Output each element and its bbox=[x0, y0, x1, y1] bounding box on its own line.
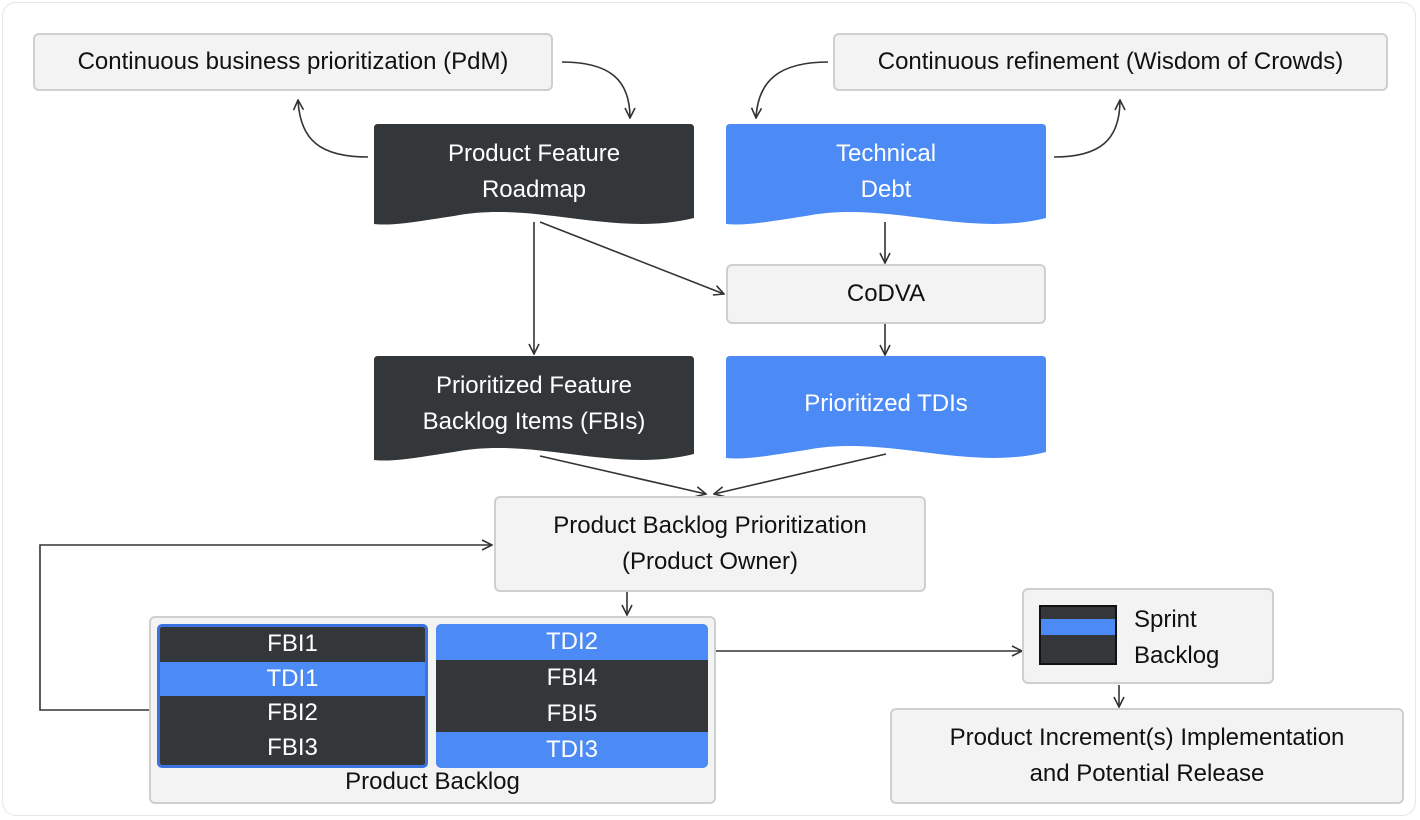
product-feature-roadmap-node: Product Feature Roadmap bbox=[374, 124, 694, 228]
fbis-to-prioritization-arrow bbox=[539, 455, 706, 494]
prioritized-fbis-node: Prioritized Feature Backlog Items (FBIs) bbox=[374, 356, 694, 464]
backlog-prioritization-box: Product Backlog Prioritization (Product … bbox=[494, 496, 926, 592]
sprint-backlog-box: Sprint Backlog bbox=[1022, 588, 1274, 684]
sprint-backlog-label: Sprint Backlog bbox=[1134, 606, 1220, 669]
increment-box: Product Increment(s) Implementation and … bbox=[890, 708, 1404, 804]
technical-debt-shape bbox=[726, 124, 1046, 225]
backlog-item-fbi3: FBI3 bbox=[160, 730, 425, 765]
prioritized-fbis-label: Prioritized Feature Backlog Items (FBIs) bbox=[422, 372, 646, 435]
backlog-item-tdi3: TDI3 bbox=[436, 732, 708, 768]
product-backlog-label: Product Backlog bbox=[345, 768, 520, 795]
roadmap-to-codva-arrow bbox=[539, 221, 724, 294]
increment-label: Product Increment(s) Implementation and … bbox=[949, 724, 1345, 787]
backlog-item-fbi1: FBI1 bbox=[160, 627, 425, 662]
refinement-label: Continuous refinement (Wisdom of Crowds) bbox=[877, 48, 1344, 75]
debt-to-wisdom-arrow bbox=[1053, 100, 1120, 158]
roadmap-to-pdm-arrow bbox=[298, 100, 369, 158]
business-prioritization-label: Continuous business prioritization (PdM) bbox=[77, 48, 509, 75]
wisdom-to-debt-arrow bbox=[756, 61, 829, 118]
prioritized-fbis-shape bbox=[374, 356, 694, 461]
codva-label: CoDVA bbox=[846, 280, 926, 307]
prioritized-tdis-shape bbox=[726, 356, 1046, 459]
prioritized-tdis-node: Prioritized TDIs bbox=[726, 356, 1046, 460]
sprint-backlog-icon bbox=[1039, 605, 1117, 665]
backlog-item-tdi1: TDI1 bbox=[160, 661, 425, 696]
backlog-item-fbi5: FBI5 bbox=[436, 696, 708, 732]
technical-debt-label: Technical Debt bbox=[835, 140, 937, 203]
refinement-box: Continuous refinement (Wisdom of Crowds) bbox=[833, 33, 1388, 91]
tdis-to-prioritization-arrow bbox=[714, 453, 887, 494]
roadmap-shape bbox=[374, 124, 694, 225]
roadmap-label: Product Feature Roadmap bbox=[447, 140, 621, 203]
codva-box: CoDVA bbox=[726, 264, 1046, 324]
backlog-item-fbi4: FBI4 bbox=[436, 660, 708, 696]
pdm-to-roadmap-arrow bbox=[561, 61, 630, 118]
backlog-feedback-arrow bbox=[39, 545, 492, 711]
backlog-item-tdi2: TDI2 bbox=[436, 624, 708, 660]
technical-debt-node: Technical Debt bbox=[726, 124, 1046, 228]
backlog-prioritization-label: Product Backlog Prioritization (Product … bbox=[553, 512, 867, 575]
prioritized-tdis-label: Prioritized TDIs bbox=[804, 390, 968, 417]
business-prioritization-box: Continuous business prioritization (PdM) bbox=[33, 33, 553, 91]
backlog-item-fbi2: FBI2 bbox=[160, 696, 425, 731]
